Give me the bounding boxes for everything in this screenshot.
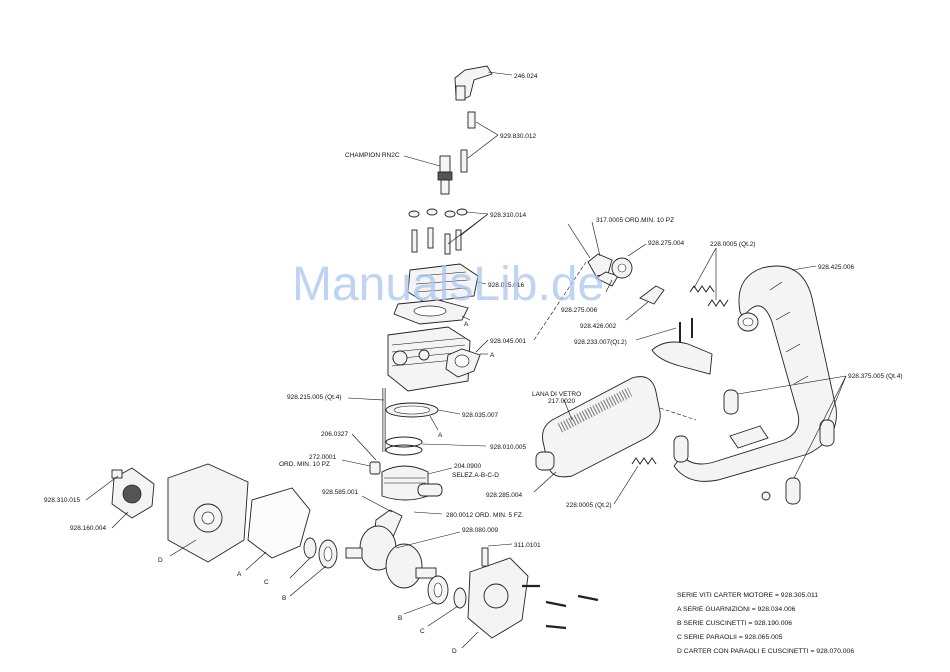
label-a1: A — [464, 321, 469, 328]
label-b2: B — [398, 615, 402, 622]
plug-wire-connector — [460, 111, 476, 173]
legend-line-2: B SERIE CUSCINETTI = 928.190.006 — [677, 620, 792, 627]
label-head-studs: 928.310.014 — [490, 212, 527, 219]
small-end-bearing — [417, 483, 443, 497]
crankcase-right — [467, 547, 529, 639]
label-wool-code: 217.0020 — [548, 398, 575, 405]
label-c2: C — [420, 628, 425, 635]
springs-right — [689, 285, 729, 307]
label-carb-stud: 311.0101 — [514, 542, 541, 549]
expansion-chamber — [673, 265, 837, 482]
crankcase-left — [167, 463, 249, 563]
cylinder-head — [407, 263, 479, 303]
legend-line-1: A SERIE GUARNIZIONI = 928.034.006 — [677, 606, 796, 613]
label-bearing-small: 280.0012 ORD. MIN. 5 FZ. — [446, 512, 524, 519]
label-left-screw: 928.310.015 — [44, 497, 81, 504]
exhaust-flange — [611, 257, 633, 279]
label-d1: D — [158, 557, 163, 564]
label-b1: B — [282, 595, 286, 602]
piston-rings — [385, 436, 423, 456]
label-clip-note: ORD. MIN. 10 PZ — [279, 461, 330, 468]
cylinder — [387, 326, 471, 392]
legend-line-0: SERIE VITI CARTER MOTORE = 928.305.011 — [677, 592, 818, 599]
spark-plug — [437, 155, 453, 195]
exhaust-flange-gasket — [445, 348, 481, 378]
label-crank: 928.585.001 — [322, 489, 359, 496]
exhaust-bracket — [639, 285, 665, 305]
label-studs: 928.215.005 (Qt.4) — [287, 394, 342, 401]
label-piston-sel: SELEZ.A-B-C-D — [452, 472, 499, 479]
clamp — [651, 318, 713, 375]
label-spring-b: 228.0005 (Qt.2) — [566, 502, 612, 509]
silencer — [535, 376, 661, 478]
base-gasket — [385, 402, 439, 418]
label-pin: 206.0327 — [321, 431, 348, 438]
crankcase-screws — [522, 584, 599, 630]
legend-block: SERIE VITI CARTER MOTORE = 928.305.011 A… — [677, 592, 854, 655]
label-c1: C — [264, 579, 269, 586]
label-exhaust: 928.425.006 — [818, 264, 855, 271]
legend-line-4: D CARTER CON PARAOLI E CUSCINETTI = 928.… — [677, 648, 854, 655]
crankshaft — [345, 509, 437, 589]
exhaust-mounts — [673, 389, 835, 505]
crankcase-gasket — [247, 487, 311, 559]
label-a4: A — [237, 571, 242, 578]
legend-line-3: C SERIE PARAOLII = 928.065.005 — [677, 634, 783, 641]
label-cyl-gasket: 928.045.001 — [490, 338, 527, 345]
label-head: 928.015.016 — [488, 282, 525, 289]
main-bearing-left — [303, 537, 338, 569]
main-bearing-right — [427, 575, 467, 609]
label-a3: A — [438, 432, 443, 439]
label-a2: A — [490, 352, 495, 359]
label-d2: D — [452, 648, 457, 655]
label-spark-plug: CHAMPION RN2C — [345, 152, 400, 159]
label-piston: 204.0900 — [454, 463, 481, 470]
label-rings: 928.010.005 — [490, 444, 527, 451]
head-nuts — [408, 208, 468, 255]
label-clamp: 928.233.007(Qt.2) — [574, 339, 627, 346]
silencer-spring — [631, 457, 657, 465]
rotor-cover — [111, 467, 155, 519]
label-wool: LANA DI VETRO — [532, 391, 581, 398]
watermark: ManualsLib.de — [292, 258, 604, 311]
exhaust-springs-top — [587, 253, 619, 287]
label-spring-qt: 228.0005 (Qt.2) — [710, 241, 756, 248]
label-springs-a: 317.0005 ORD.MIN. 10 PZ — [596, 217, 674, 224]
head-gasket — [393, 299, 469, 325]
label-exhaust-mount: 928.375.005 (Qt.4) — [848, 373, 903, 380]
label-plug-wire: 929.830.012 — [500, 133, 537, 140]
label-silencer: 928.285.004 — [486, 492, 523, 499]
label-bracket: 928.426.002 — [580, 323, 617, 330]
label-crank-set: 928.080.009 — [462, 527, 499, 534]
label-cap: 246.024 — [514, 73, 538, 80]
label-rotor: 928.160.004 — [70, 525, 107, 532]
label-clip: 272.0001 — [309, 454, 336, 461]
piston-pin — [369, 461, 381, 475]
label-base-gasket: 928.035.007 — [462, 412, 499, 419]
spark-plug-cap — [454, 65, 493, 101]
label-flange2: 928.275.006 — [561, 307, 598, 314]
label-flange: 928.275.004 — [648, 240, 685, 247]
